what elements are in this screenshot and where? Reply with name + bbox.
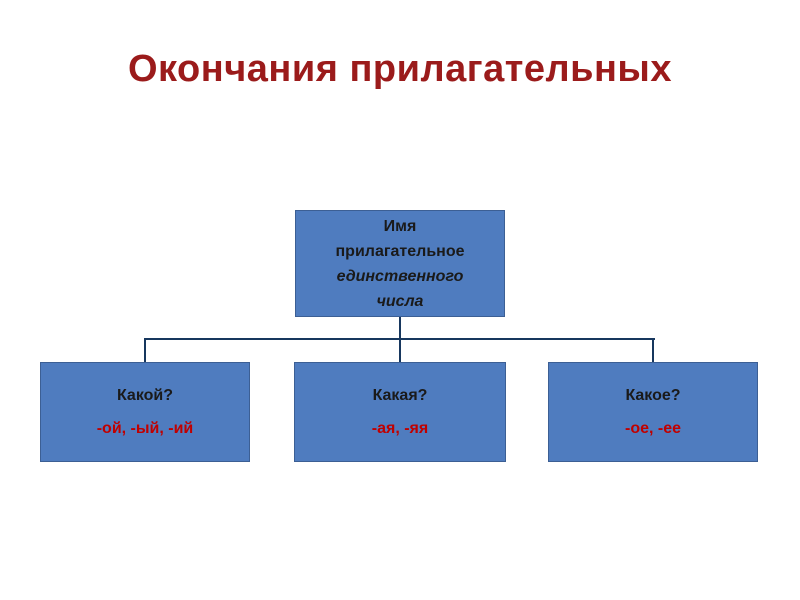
child-endings: -ое, -ее: [624, 420, 681, 437]
slide-title: Окончания прилагательных: [127, 48, 673, 90]
child-box-kakaya: Какая? -ая, -яя: [294, 362, 506, 462]
connector-stub-right: [652, 338, 654, 362]
child-question: Какой?: [116, 387, 174, 404]
root-box-line-3: единственного: [336, 267, 464, 285]
root-box-line-4: числа: [376, 292, 424, 310]
child-question: Какое?: [625, 387, 681, 404]
child-question: Какая?: [372, 387, 428, 404]
child-endings: -ая, -яя: [371, 420, 429, 437]
root-box: Имя прилагательное единственного числа: [295, 210, 505, 317]
connector-stub-middle: [399, 338, 401, 362]
child-box-kakoe: Какое? -ое, -ее: [548, 362, 758, 462]
connector-root-vertical: [399, 317, 401, 339]
child-endings: -ой, -ый, -ий: [96, 420, 194, 437]
root-box-line-1: Имя: [383, 217, 417, 235]
child-box-kakoy: Какой? -ой, -ый, -ий: [40, 362, 250, 462]
connector-stub-left: [144, 338, 146, 362]
root-box-line-2: прилагательное: [335, 242, 465, 260]
